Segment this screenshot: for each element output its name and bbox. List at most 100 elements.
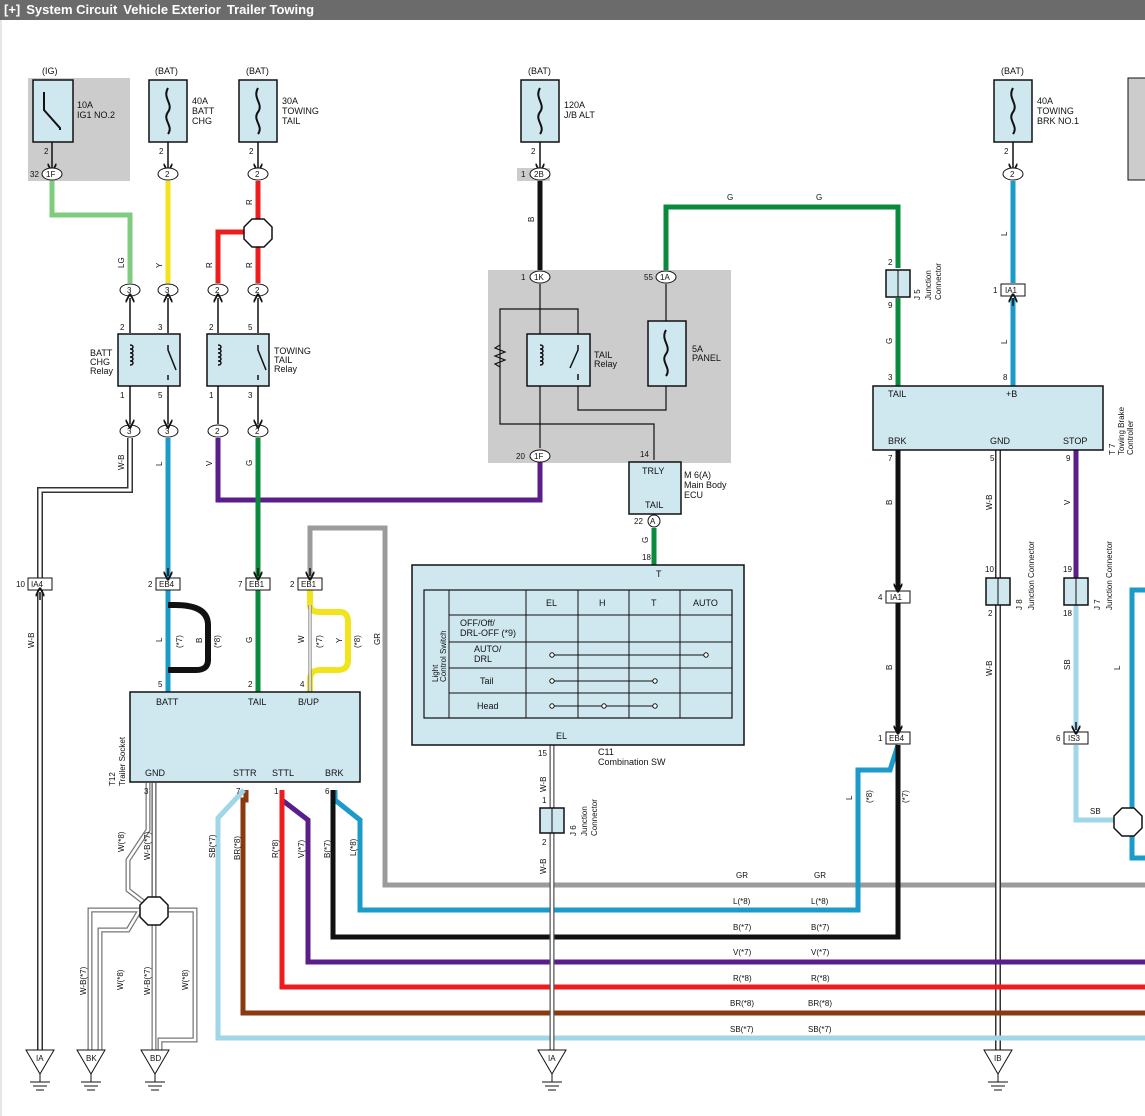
svg-text:3: 3 <box>127 427 132 436</box>
svg-text:G: G <box>885 338 894 344</box>
relay-tail[interactable]: TAIL Relay <box>526 333 618 387</box>
svg-text:J/B ALT: J/B ALT <box>564 110 595 120</box>
svg-text:CHG: CHG <box>90 357 110 367</box>
svg-text:(*8): (*8) <box>865 790 874 803</box>
wire-g-top <box>663 204 901 270</box>
svg-text:2: 2 <box>209 323 214 332</box>
svg-text:20: 20 <box>516 452 525 461</box>
svg-text:Relay: Relay <box>594 359 618 369</box>
svg-text:B(*7): B(*7) <box>733 923 752 932</box>
svg-text:2: 2 <box>249 147 254 156</box>
svg-text:V: V <box>205 460 214 466</box>
svg-text:SB(*7): SB(*7) <box>730 1025 754 1034</box>
connector-batt-2[interactable]: 2 <box>157 167 179 181</box>
ground-bk: BK <box>76 1049 106 1091</box>
svg-text:GR: GR <box>814 871 826 880</box>
connector-1f-bottom[interactable]: 1F 20 <box>516 449 551 463</box>
svg-text:9: 9 <box>1066 454 1071 463</box>
svg-text:B(*7): B(*7) <box>323 839 332 858</box>
expand-toggle[interactable]: [+] <box>4 2 21 17</box>
connector-eb1-tail[interactable]: EB1 7 <box>238 577 271 591</box>
svg-text:(BAT): (BAT) <box>1001 66 1024 76</box>
junction-j7[interactable]: J 7 Junction Connector 19 18 <box>1063 541 1114 618</box>
svg-text:BR(*8): BR(*8) <box>730 999 754 1008</box>
svg-text:IG1 NO.2: IG1 NO.2 <box>77 110 115 120</box>
svg-text:R(*8): R(*8) <box>811 974 830 983</box>
svg-text:TAIL: TAIL <box>274 355 292 365</box>
trailer-socket[interactable]: BATT TAIL B/UP GND STTR STTL BRK T12 Tra… <box>108 680 361 796</box>
svg-text:GND: GND <box>990 436 1011 446</box>
fuse-towing-tail[interactable]: (BAT) 30A TOWING TAIL 2 <box>238 66 319 156</box>
svg-text:DRL: DRL <box>474 654 492 664</box>
fuse-batt-chg[interactable]: (BAT) 40A BATT CHG 2 <box>148 66 215 156</box>
svg-text:1: 1 <box>521 170 526 179</box>
svg-text:1: 1 <box>993 286 998 295</box>
svg-text:G: G <box>641 537 650 543</box>
fuse-panel[interactable]: 5A PANEL <box>647 320 721 387</box>
svg-text:STTR: STTR <box>233 768 257 778</box>
wire-labels: LG Y R R R B G G G L L W-B L V G G W-B L… <box>27 193 1122 995</box>
fuse-jb-alt[interactable]: (BAT) 120A J/B ALT 2 <box>520 66 595 156</box>
svg-text:TRLY: TRLY <box>642 466 664 476</box>
wire-lg <box>49 181 133 283</box>
connector-brk-2[interactable]: 2 <box>1002 167 1024 181</box>
svg-text:W(*8): W(*8) <box>116 969 125 990</box>
connector-ia1-top[interactable]: IA1 1 <box>993 283 1026 297</box>
ground-ia-center: IA <box>537 1049 567 1091</box>
breadcrumb-category[interactable]: Vehicle Exterior <box>123 2 221 17</box>
towing-brake-controller[interactable]: TAIL +B BRK GND STOP T 7 Towing Brake Co… <box>872 373 1135 463</box>
svg-text:G: G <box>245 460 254 466</box>
connector-ia1-bottom[interactable]: IA1 4 <box>878 590 911 604</box>
svg-text:BRK NO.1: BRK NO.1 <box>1037 116 1079 126</box>
connector-2b[interactable]: 2B 1 <box>521 167 551 181</box>
junction-j6[interactable]: J 6 Junction Connector 1 2 <box>539 796 599 847</box>
connector-1k[interactable]: 1K 1 <box>521 270 551 284</box>
svg-text:L: L <box>155 461 164 466</box>
junction-j5[interactable]: J 5 Junction Connector 2 9 <box>885 258 943 310</box>
svg-text:19: 19 <box>1063 565 1072 574</box>
connector-ia4[interactable]: IA4 10 <box>16 577 53 591</box>
relay-towing-tail[interactable]: TOWING TAIL Relay 2 5 1 3 <box>206 323 311 400</box>
bus-labels: GR GR L(*8) L(*8) B(*7) B(*7) V(*7) V(*7… <box>730 871 832 1034</box>
connector-1a[interactable]: 1A 55 <box>644 270 677 284</box>
svg-text:L(*8): L(*8) <box>811 897 829 906</box>
svg-text:B(*7): B(*7) <box>811 923 830 932</box>
svg-text:LG: LG <box>117 257 126 268</box>
svg-text:2: 2 <box>988 609 993 618</box>
svg-text:2: 2 <box>215 286 220 295</box>
connector-eb1-bup[interactable]: EB1 2 <box>290 577 323 591</box>
svg-text:STTL: STTL <box>272 768 294 778</box>
svg-text:W-B: W-B <box>539 859 548 874</box>
connector-a[interactable]: A 22 <box>634 514 661 528</box>
connector-eb4-right[interactable]: EB4 1 <box>878 731 911 745</box>
wire-gr <box>307 525 1145 888</box>
svg-text:TOWING: TOWING <box>282 106 319 116</box>
main-body-ecu[interactable]: TRLY TAIL M 6(A) Main Body ECU 14 <box>628 450 727 515</box>
svg-text:L(*8): L(*8) <box>733 897 751 906</box>
svg-text:TAIL: TAIL <box>645 500 663 510</box>
connectors-relay-bottom[interactable]: 3 3 2 2 <box>119 424 269 438</box>
breadcrumb-system[interactable]: System Circuit <box>26 2 118 17</box>
svg-text:W-B: W-B <box>539 777 548 792</box>
connector-1f-top[interactable]: 1F 32 <box>30 167 63 181</box>
svg-text:Main Body: Main Body <box>684 480 727 490</box>
svg-text:R: R <box>245 262 254 268</box>
svg-text:3: 3 <box>127 286 132 295</box>
fuse-ig1-no2[interactable]: (IG) 10A IG1 NO.2 2 <box>32 66 115 156</box>
svg-text:2: 2 <box>531 147 536 156</box>
svg-text:R(*8): R(*8) <box>271 839 280 858</box>
svg-text:GR: GR <box>373 633 382 645</box>
svg-text:BATT: BATT <box>192 106 215 116</box>
svg-text:TOWING: TOWING <box>274 346 311 356</box>
svg-text:1: 1 <box>274 787 279 796</box>
fuse-towing-brk-no1[interactable]: (BAT) 40A TOWING BRK NO.1 2 <box>993 66 1079 156</box>
svg-text:W(*8): W(*8) <box>117 831 126 852</box>
relay-batt-chg[interactable]: BATT CHG Relay 2 3 1 5 <box>90 323 181 400</box>
connector-tail-2[interactable]: 2 <box>247 167 269 181</box>
connector-is3[interactable]: IS3 6 <box>1056 731 1089 745</box>
junction-j8[interactable]: J 8 Junction Connector 10 2 <box>985 541 1036 618</box>
svg-text:8: 8 <box>1003 373 1008 382</box>
connectors-relay-top[interactable]: 3 3 2 2 <box>119 283 269 297</box>
connector-eb4[interactable]: EB4 2 <box>148 577 181 591</box>
svg-text:2: 2 <box>542 838 547 847</box>
